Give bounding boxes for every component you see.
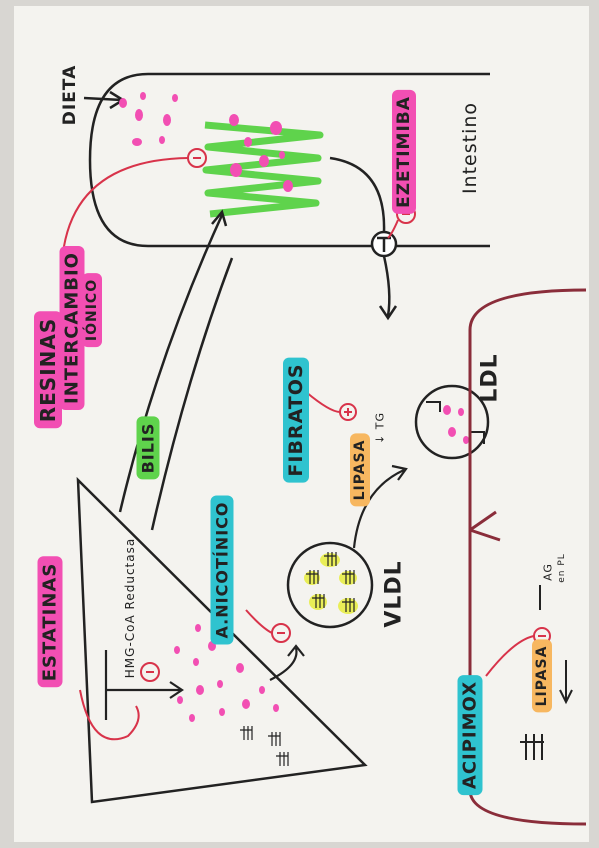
particle (174, 646, 180, 654)
lipolysis-arrow-head (559, 689, 573, 705)
particle (135, 109, 143, 121)
liver-tg-glyphs (240, 726, 289, 766)
particle (195, 624, 201, 632)
label-lipasa-bottom: LIPASA (532, 639, 552, 713)
tg-glyph (324, 552, 337, 566)
particle (193, 658, 199, 666)
particle (270, 121, 282, 135)
tg-glyph (342, 570, 355, 584)
ldl-receptor-bottom (470, 431, 485, 444)
particle (219, 708, 225, 716)
vldl-tg-glyphs (306, 552, 355, 612)
particle (443, 405, 451, 415)
particle (163, 114, 171, 126)
nicotinic-pointer (245, 609, 273, 634)
label-en-pl: en PL (557, 553, 567, 583)
label-dieta: DIETA (60, 64, 80, 126)
label-intercambio: INTERCAMBIO (59, 246, 85, 410)
ldl-receptor-top (426, 401, 441, 412)
liver-to-vldl-arrow (269, 647, 298, 681)
label-lipasa-top: LIPASA (350, 433, 370, 507)
adipose-tissue-outline (468, 288, 587, 826)
particle (242, 699, 250, 709)
tg-glyph (268, 732, 281, 746)
particle (279, 151, 285, 159)
bile-duct-outer (118, 214, 224, 513)
particle (159, 136, 165, 144)
label-a-nicotinico: A.NICOTÍNICO (210, 495, 234, 645)
absorption-arrow-head (378, 305, 398, 321)
adipose-branch (469, 510, 501, 542)
label-ionico: IÓNICO (82, 272, 102, 348)
ezetimiba-pointer (387, 219, 399, 239)
absorption-arrow (329, 156, 386, 233)
particle (458, 408, 464, 416)
particle (236, 663, 244, 673)
tg-glyph (276, 752, 289, 766)
particle (283, 180, 293, 192)
stimulation-plus-fibrates (344, 408, 352, 416)
label-intestino: Intestino (459, 101, 481, 195)
particle (119, 98, 127, 108)
particle (259, 155, 269, 167)
resins-pointer (61, 157, 189, 263)
statins-pointer (79, 689, 140, 741)
particle (177, 696, 183, 704)
particle (140, 92, 146, 100)
particle (132, 138, 142, 146)
particle (273, 704, 279, 712)
bile-arrow-head (211, 209, 228, 227)
tg-glyph (342, 598, 355, 612)
acipimox-pointer (485, 635, 535, 677)
label-hmg-coa-reductasa: HMG-CoA Reductasa (123, 537, 137, 679)
ldl-sphere (414, 384, 490, 460)
fibrates-pointer (305, 391, 341, 413)
vldl-sphere (286, 541, 374, 629)
inhibitor-circle-statins (140, 662, 160, 682)
hmg-arrow-head (169, 681, 184, 699)
label-estatinas: ESTATINAS (37, 556, 63, 688)
label-ldl: LDL (477, 353, 503, 403)
particle (229, 114, 239, 126)
fiber-zigzag (202, 121, 324, 218)
tg-glyph (306, 570, 319, 584)
intestine-outline (88, 72, 490, 248)
label-tg-decrease: ↓ TG (373, 412, 387, 444)
vldl-blob (338, 598, 358, 614)
label-resinas: RESINAS (34, 311, 62, 429)
particle (189, 714, 195, 722)
vldl-blob (320, 553, 340, 567)
particle (196, 685, 204, 695)
particle (448, 427, 456, 437)
adipose-tg-glyph (520, 734, 544, 760)
particle (230, 163, 242, 177)
label-ag: AG (541, 563, 555, 581)
label-fibratos: FIBRATOS (283, 357, 309, 483)
bile-duct-inner (150, 257, 234, 531)
particle (244, 137, 252, 147)
liver-to-vldl-head (287, 644, 305, 657)
particle (217, 680, 223, 688)
particle (259, 686, 265, 694)
diet-arrow (83, 96, 123, 102)
vldl-to-ldl-head (391, 464, 408, 481)
particle (172, 94, 178, 102)
label-ezetimiba: EZETIMIBA (392, 90, 416, 214)
ldl-particles (443, 405, 469, 444)
absorption-arrow-out (382, 255, 391, 317)
intestine-particles (119, 92, 293, 192)
particle (463, 436, 469, 444)
label-vldl: VLDL (381, 560, 407, 628)
tg-glyph (312, 594, 325, 608)
label-acipimox: ACIPIMOX (457, 674, 483, 796)
label-bilis: BILIS (136, 416, 160, 480)
tg-glyph (240, 726, 253, 740)
